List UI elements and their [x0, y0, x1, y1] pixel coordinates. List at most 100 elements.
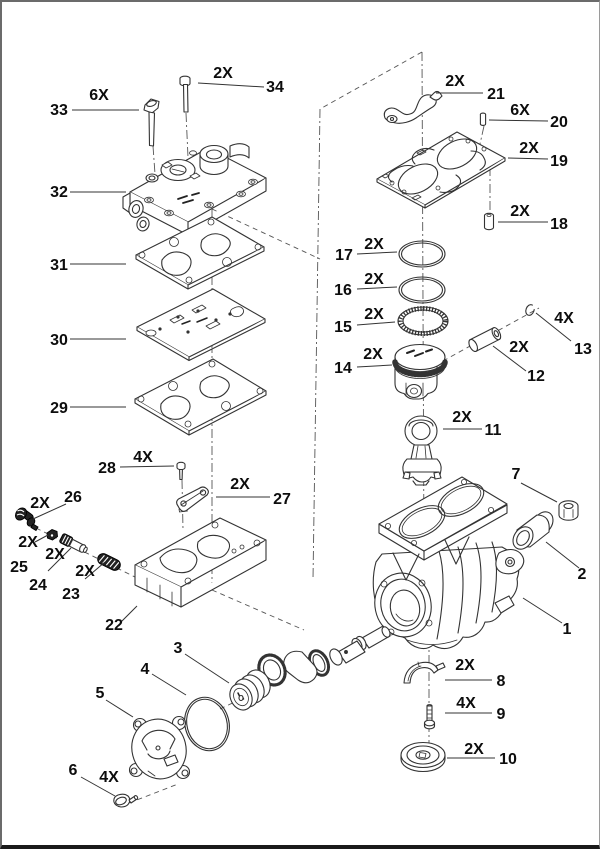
leader-line-5	[105, 699, 134, 718]
part-number-30: 30	[50, 332, 68, 349]
part-number-13: 13	[574, 341, 592, 358]
part-33-bolt	[143, 98, 160, 147]
part-22-unloader-cover	[134, 517, 267, 608]
part-13-retaining-ring	[525, 304, 535, 316]
part-qty-16: 2X	[364, 271, 384, 288]
part-8-bearing-shell	[403, 661, 446, 684]
part-qty-20: 6X	[510, 102, 530, 119]
part-number-31: 31	[50, 257, 68, 274]
part-number-26: 26	[64, 489, 82, 506]
part-3-crankshaft	[229, 625, 391, 711]
leader-line-28	[119, 465, 175, 468]
part-number-22: 22	[105, 617, 123, 634]
part-number-8: 8	[497, 673, 506, 690]
part-qty-14: 2X	[363, 346, 383, 363]
leader-line-2	[545, 541, 580, 569]
part-6-bolt	[113, 793, 139, 808]
part-number-14: 14	[334, 360, 352, 377]
part-number-27: 27	[273, 491, 291, 508]
leader-line-22	[120, 605, 138, 623]
part-qty-25: 2X	[18, 534, 38, 551]
leader-line-16	[356, 286, 398, 290]
part-number-33: 33	[50, 102, 68, 119]
part-31-gasket	[135, 216, 265, 290]
part-qty-13: 4X	[554, 310, 574, 327]
leader-line-34	[197, 82, 265, 88]
leader-line-17	[356, 251, 398, 255]
part-qty-6: 4X	[99, 769, 119, 786]
part-qty-15: 2X	[364, 306, 384, 323]
part-5-end-cover	[128, 715, 191, 780]
part-11-connecting-rod	[402, 415, 442, 486]
leader-line-26	[32, 503, 67, 520]
part-number-20: 20	[550, 114, 568, 131]
part-number-24: 24	[29, 577, 47, 594]
leader-line-14	[356, 364, 393, 368]
part-14-piston	[392, 343, 448, 400]
part-number-5: 5	[96, 685, 105, 702]
part-qty-19: 2X	[519, 140, 539, 157]
leader-line-19	[507, 157, 549, 160]
part-16-piston-ring	[398, 276, 446, 304]
part-23-spring	[97, 553, 121, 571]
part-number-3: 3	[174, 640, 183, 657]
leader-line-25	[34, 534, 49, 543]
part-qty-11: 2X	[452, 409, 472, 426]
part-qty-23: 2X	[75, 563, 95, 580]
part-qty-34: 2X	[213, 65, 233, 82]
part-20-pin	[479, 112, 487, 126]
part-number-34: 34	[266, 79, 284, 96]
part-qty-12: 2X	[509, 339, 529, 356]
part-number-10: 10	[499, 751, 517, 768]
part-number-29: 29	[50, 400, 68, 417]
part-number-17: 17	[335, 247, 353, 264]
part-number-15: 15	[334, 319, 352, 336]
part-29-gasket	[134, 358, 267, 436]
part-number-16: 16	[334, 282, 352, 299]
part-qty-17: 2X	[364, 236, 384, 253]
part-qty-26: 2X	[30, 495, 50, 512]
part-26-fitting	[15, 507, 39, 532]
part-number-2: 2	[578, 566, 587, 583]
part-number-11: 11	[485, 422, 502, 439]
part-27-plate	[176, 486, 209, 513]
part-qty-21: 2X	[445, 73, 465, 90]
part-number-21: 21	[487, 86, 505, 103]
part-9-bolt	[423, 704, 436, 730]
leader-line-6	[80, 776, 116, 797]
part-17-piston-ring	[398, 240, 446, 268]
part-number-7: 7	[512, 466, 521, 483]
part-number-12: 12	[527, 368, 545, 385]
part-25-nut	[46, 528, 58, 541]
part-number-19: 19	[550, 153, 568, 170]
part-21-bracket	[383, 90, 443, 124]
leader-line-13	[535, 312, 572, 342]
part-qty-9: 4X	[456, 695, 476, 712]
leader-line-3	[184, 653, 230, 684]
part-number-32: 32	[50, 184, 68, 201]
part-30-valve-plate	[136, 288, 266, 362]
part-2-bushing	[512, 511, 554, 550]
part-18-pin	[483, 212, 495, 231]
part-number-9: 9	[497, 706, 506, 723]
part-1-crankcase	[372, 476, 525, 650]
part-19-head-gasket-plate	[376, 131, 506, 209]
part-number-6: 6	[69, 762, 78, 779]
part-32-cylinder-head	[122, 143, 267, 236]
part-24-valve	[59, 533, 88, 553]
part-qty-33: 6X	[89, 87, 109, 104]
part-qty-28: 4X	[133, 449, 153, 466]
leader-line-7	[520, 482, 558, 503]
part-number-23: 23	[62, 586, 80, 603]
part-10-cover-cap	[400, 741, 446, 773]
part-28-screw	[176, 461, 186, 481]
leader-line-15	[356, 321, 396, 326]
leader-line-12	[492, 345, 527, 372]
part-qty-24: 2X	[45, 546, 65, 563]
leader-line-20	[488, 119, 549, 122]
part-number-4: 4	[141, 661, 150, 678]
part-qty-8: 2X	[455, 657, 475, 674]
